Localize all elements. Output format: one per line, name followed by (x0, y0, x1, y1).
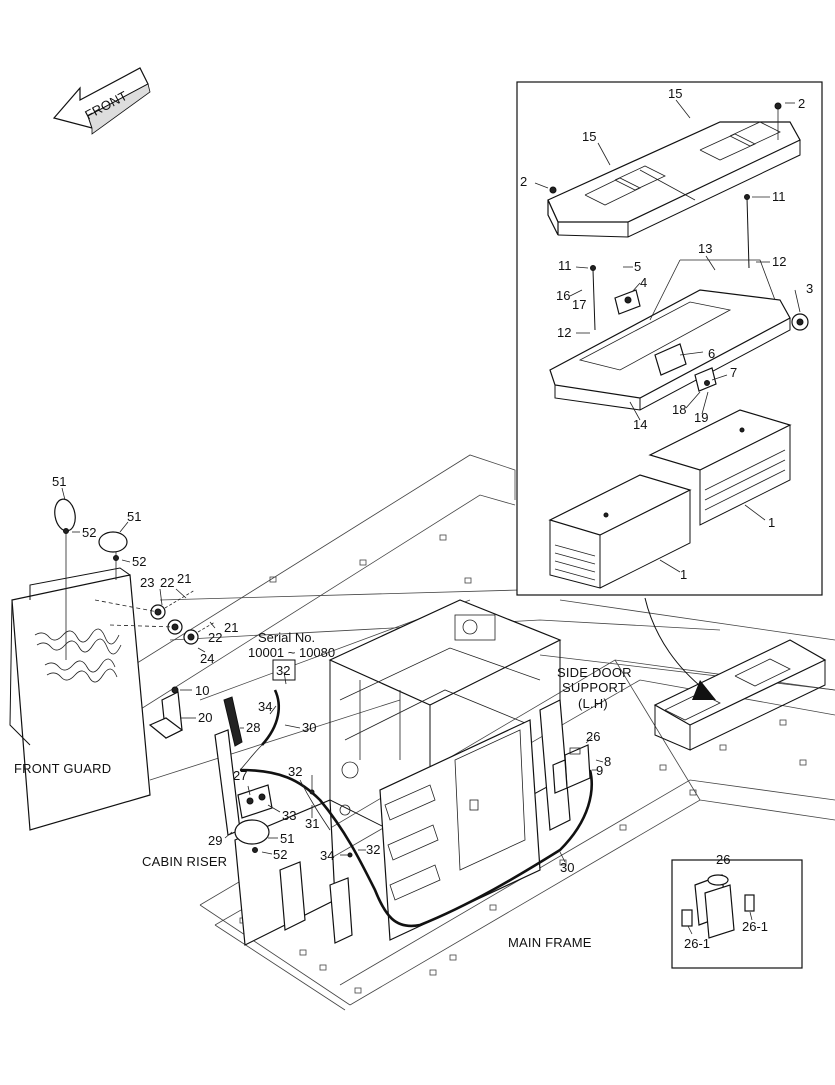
callout-7: 7 (730, 365, 737, 380)
callout-18: 18 (672, 402, 686, 417)
callout-10: 10 (195, 683, 209, 698)
callout-34b: 34 (320, 848, 334, 863)
callout-34a: 34 (258, 699, 272, 714)
callout-22a: 22 (160, 575, 174, 590)
callout-6: 6 (708, 346, 715, 361)
callout-16: 16 (556, 288, 570, 303)
washer-tank (552, 744, 591, 794)
callout-26: 26 (586, 729, 600, 744)
callout-21b: 21 (224, 620, 238, 635)
callout-23: 23 (140, 575, 154, 590)
callout-51c: 51 (280, 831, 294, 846)
callout-30a: 30 (302, 720, 316, 735)
callout-31: 31 (305, 816, 319, 831)
inset-title: 26 (716, 852, 730, 867)
callout-24: 24 (200, 651, 214, 666)
cabin-lamp-assembly (214, 696, 273, 853)
callout-28: 28 (246, 720, 260, 735)
wiring-harness (239, 689, 593, 928)
callout-2b: 2 (520, 174, 527, 189)
callout-11b: 11 (558, 258, 572, 273)
callout-14: 14 (633, 417, 647, 432)
callout-11a: 11 (772, 189, 786, 204)
lamp-brackets (94, 589, 216, 645)
side-door-label-1: SIDE DOOR (557, 665, 632, 680)
inset-label-a: 26-1 (742, 919, 768, 934)
callout-29: 29 (208, 833, 222, 848)
callout-4: 4 (640, 275, 647, 290)
battery-detail-box (516, 81, 823, 596)
callout-17: 17 (572, 297, 586, 312)
callout-numbers: 15 2 15 2 11 13 11 5 12 4 3 16 17 12 6 7… (52, 86, 813, 951)
area-names: FRONT GUARD CABIN RISER SIDE DOOR SUPPOR… (14, 665, 632, 950)
callout-13: 13 (698, 241, 712, 256)
callout-51b: 51 (127, 509, 141, 524)
serial-line2: 10001 ~ 10080 (248, 645, 335, 660)
callout-12b: 12 (557, 325, 571, 340)
callout-15b: 15 (582, 129, 596, 144)
washer-inset-box (671, 859, 803, 969)
side-door-label-3: (L.H) (578, 696, 608, 711)
callout-52a: 52 (82, 525, 96, 540)
callout-1b: 1 (680, 567, 687, 582)
inset-label-b: 26-1 (684, 936, 710, 951)
callout-2a: 2 (798, 96, 805, 111)
bracket-20 (148, 686, 184, 739)
leader-lines (61, 99, 801, 935)
side-door-label-2: SUPPORT (562, 680, 626, 695)
callout-19: 19 (694, 410, 708, 425)
main-frame-label: MAIN FRAME (508, 935, 592, 950)
callout-9: 9 (596, 763, 603, 778)
callout-27: 27 (233, 768, 247, 783)
serial-line1: Serial No. (258, 630, 315, 645)
callout-51a: 51 (52, 474, 66, 489)
callout-15a: 15 (668, 86, 682, 101)
callout-5: 5 (634, 259, 641, 274)
front-arrow: FRONT (52, 67, 151, 135)
callout-12a: 12 (772, 254, 786, 269)
front-lamps (54, 498, 128, 660)
callout-32a: 32 (288, 764, 302, 779)
front-guard-label: FRONT GUARD (14, 761, 111, 776)
callout-8: 8 (604, 754, 611, 769)
callout-32b: 32 (366, 842, 380, 857)
callout-22b: 22 (208, 630, 222, 645)
callout-3: 3 (806, 281, 813, 296)
callout-52b: 52 (132, 554, 146, 569)
serial-part-box (272, 659, 296, 681)
callout-21a: 21 (177, 571, 191, 586)
serial-part: 32 (276, 663, 290, 678)
callout-33: 33 (282, 808, 296, 823)
callout-20: 20 (198, 710, 212, 725)
front-guard (9, 567, 151, 831)
cabin-riser-label: CABIN RISER (142, 854, 227, 869)
callout-30b: 30 (560, 860, 574, 875)
battery-location (653, 639, 827, 751)
callout-52c: 52 (273, 847, 287, 862)
callout-1a: 1 (768, 515, 775, 530)
